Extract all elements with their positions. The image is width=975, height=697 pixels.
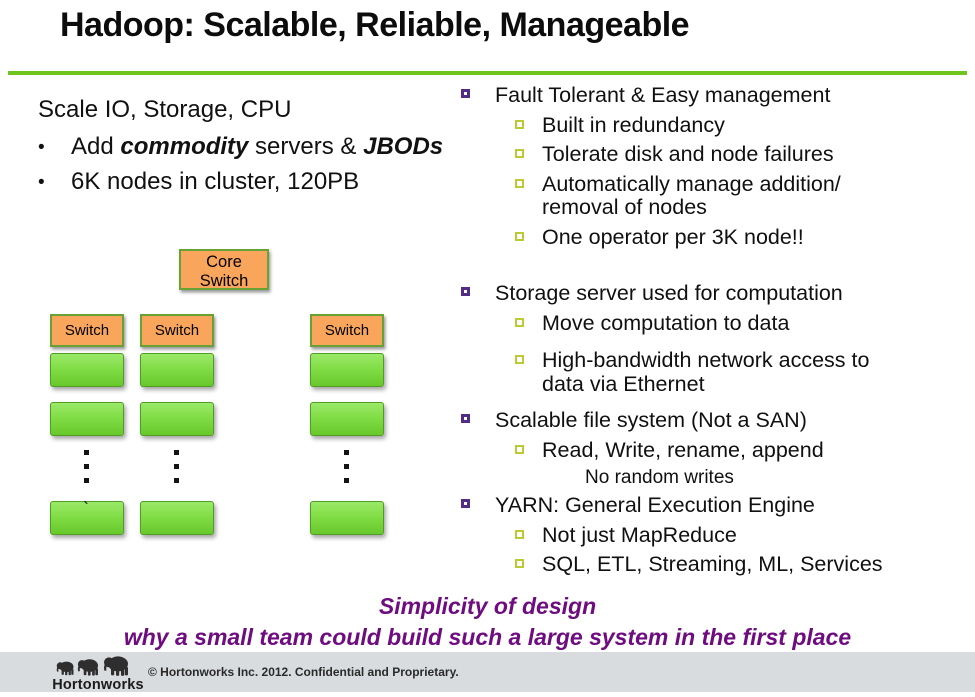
- section-title-row: Fault Tolerant & Easy management: [458, 83, 975, 108]
- node-box: [140, 402, 214, 436]
- tagline: Simplicity of design why a small team co…: [0, 593, 975, 651]
- section-fault-tolerant: Fault Tolerant & Easy management Built i…: [458, 83, 975, 250]
- left-text-block: Scale IO, Storage, CPU • Add commodity s…: [38, 96, 468, 203]
- sub-bullet-text: Built in redundancy: [542, 112, 725, 137]
- bullet-dot-icon: •: [38, 172, 45, 193]
- section-scalable-file-system: Scalable file system (Not a SAN) Read, W…: [458, 408, 975, 489]
- tagline-line-2: why a small team could build such a larg…: [123, 624, 852, 650]
- purple-square-bullet-icon: [461, 414, 470, 423]
- sub-bullet-text: Move computation to data: [542, 310, 790, 335]
- green-square-bullet-icon: [515, 149, 524, 158]
- green-square-bullet-icon: [515, 231, 524, 241]
- sub-bullet-text: Not just MapReduce: [542, 522, 737, 547]
- left-bullet-text: Add commodity servers & JBODs: [71, 133, 444, 160]
- sub-bullet-row: One operator per 3K node!!: [515, 224, 975, 250]
- hortonworks-logo: Hortonworks: [46, 654, 150, 693]
- note-no-random-writes: No random writes: [585, 467, 734, 488]
- section-storage-server: Storage server used for computation Move…: [458, 281, 975, 396]
- section-title: Fault Tolerant & Easy management: [495, 83, 831, 107]
- stray-mark: `: [83, 499, 89, 519]
- sub-bullet-row: Built in redundancy: [515, 112, 975, 138]
- green-square-bullet-icon: [515, 559, 524, 568]
- section-title-row: Storage server used for computation: [458, 281, 975, 306]
- section-title-row: YARN: General Execution Engine: [458, 493, 975, 518]
- switch-box-2: Switch: [140, 314, 214, 347]
- sub-bullet-text: Automatically manage addition/removal of…: [542, 171, 841, 219]
- green-square-bullet-icon: [515, 355, 524, 364]
- footer-bar: Hortonworks © Hortonworks Inc. 2012. Con…: [0, 652, 975, 693]
- left-bullet-commodity: • Add commodity servers & JBODs: [38, 133, 468, 161]
- bullet-dot-icon: •: [38, 137, 45, 158]
- sub-bullet-row: Automatically manage addition/removal of…: [515, 171, 975, 220]
- section-title-row: Scalable file system (Not a SAN): [458, 408, 975, 433]
- sub-bullet-row: Move computation to data: [515, 310, 975, 336]
- node-box: [310, 501, 384, 535]
- sub-bullet-row: SQL, ETL, Streaming, ML, Services: [515, 552, 975, 577]
- left-heading: Scale IO, Storage, CPU: [38, 96, 292, 123]
- ellipsis-dots-icon: [174, 450, 179, 492]
- node-box: [310, 353, 384, 387]
- copyright-text: © Hortonworks Inc. 2012. Confidential an…: [148, 665, 459, 679]
- sub-bullet-text: Read, Write, rename, append: [542, 437, 824, 462]
- section-title: YARN: General Execution Engine: [495, 493, 815, 517]
- sub-bullet-text: SQL, ETL, Streaming, ML, Services: [542, 552, 883, 576]
- switch-box-3: Switch: [310, 314, 384, 347]
- ellipsis-dots-icon: [344, 450, 349, 492]
- core-switch-box: Core Switch: [179, 249, 269, 290]
- section-title: Storage server used for computation: [495, 281, 843, 305]
- node-box: [50, 402, 124, 436]
- left-bullet-text: 6K nodes in cluster, 120PB: [71, 168, 360, 195]
- purple-square-bullet-icon: [461, 499, 470, 508]
- node-box: [140, 501, 214, 535]
- sub-bullet-row: Tolerate disk and node failures: [515, 142, 975, 167]
- ellipsis-dots-icon: [84, 450, 89, 492]
- section-title: Scalable file system (Not a SAN): [495, 408, 807, 432]
- node-box: [140, 353, 214, 387]
- right-bullet-list: Fault Tolerant & Easy management Built i…: [458, 83, 975, 583]
- node-box: [310, 402, 384, 436]
- purple-square-bullet-icon: [461, 89, 470, 98]
- purple-square-bullet-icon: [461, 287, 470, 296]
- title-underline-rule: [8, 71, 967, 75]
- green-square-bullet-icon: [515, 444, 524, 454]
- sub-bullet-row: Not just MapReduce: [515, 522, 975, 548]
- section-yarn: YARN: General Execution Engine Not just …: [458, 493, 975, 577]
- switch-box-1: Switch: [50, 314, 124, 347]
- slide-title: Hadoop: Scalable, Reliable, Manageable: [60, 6, 690, 44]
- green-square-bullet-icon: [515, 317, 524, 327]
- sub-bullet-text: Tolerate disk and node failures: [542, 142, 834, 166]
- green-square-bullet-icon: [515, 119, 524, 129]
- node-box: `: [50, 499, 124, 535]
- hortonworks-elephants-icon: [56, 656, 128, 676]
- tagline-line-1: Simplicity of design: [378, 593, 597, 619]
- node-box: [50, 353, 124, 387]
- hortonworks-logo-text: Hortonworks: [52, 677, 144, 693]
- green-square-bullet-icon: [515, 529, 524, 539]
- sub-bullet-text: One operator per 3K node!!: [542, 224, 804, 249]
- sub-bullet-row: Read, Write, rename, append: [515, 437, 975, 463]
- left-bullet-nodes: • 6K nodes in cluster, 120PB: [38, 168, 468, 196]
- green-square-bullet-icon: [515, 178, 524, 188]
